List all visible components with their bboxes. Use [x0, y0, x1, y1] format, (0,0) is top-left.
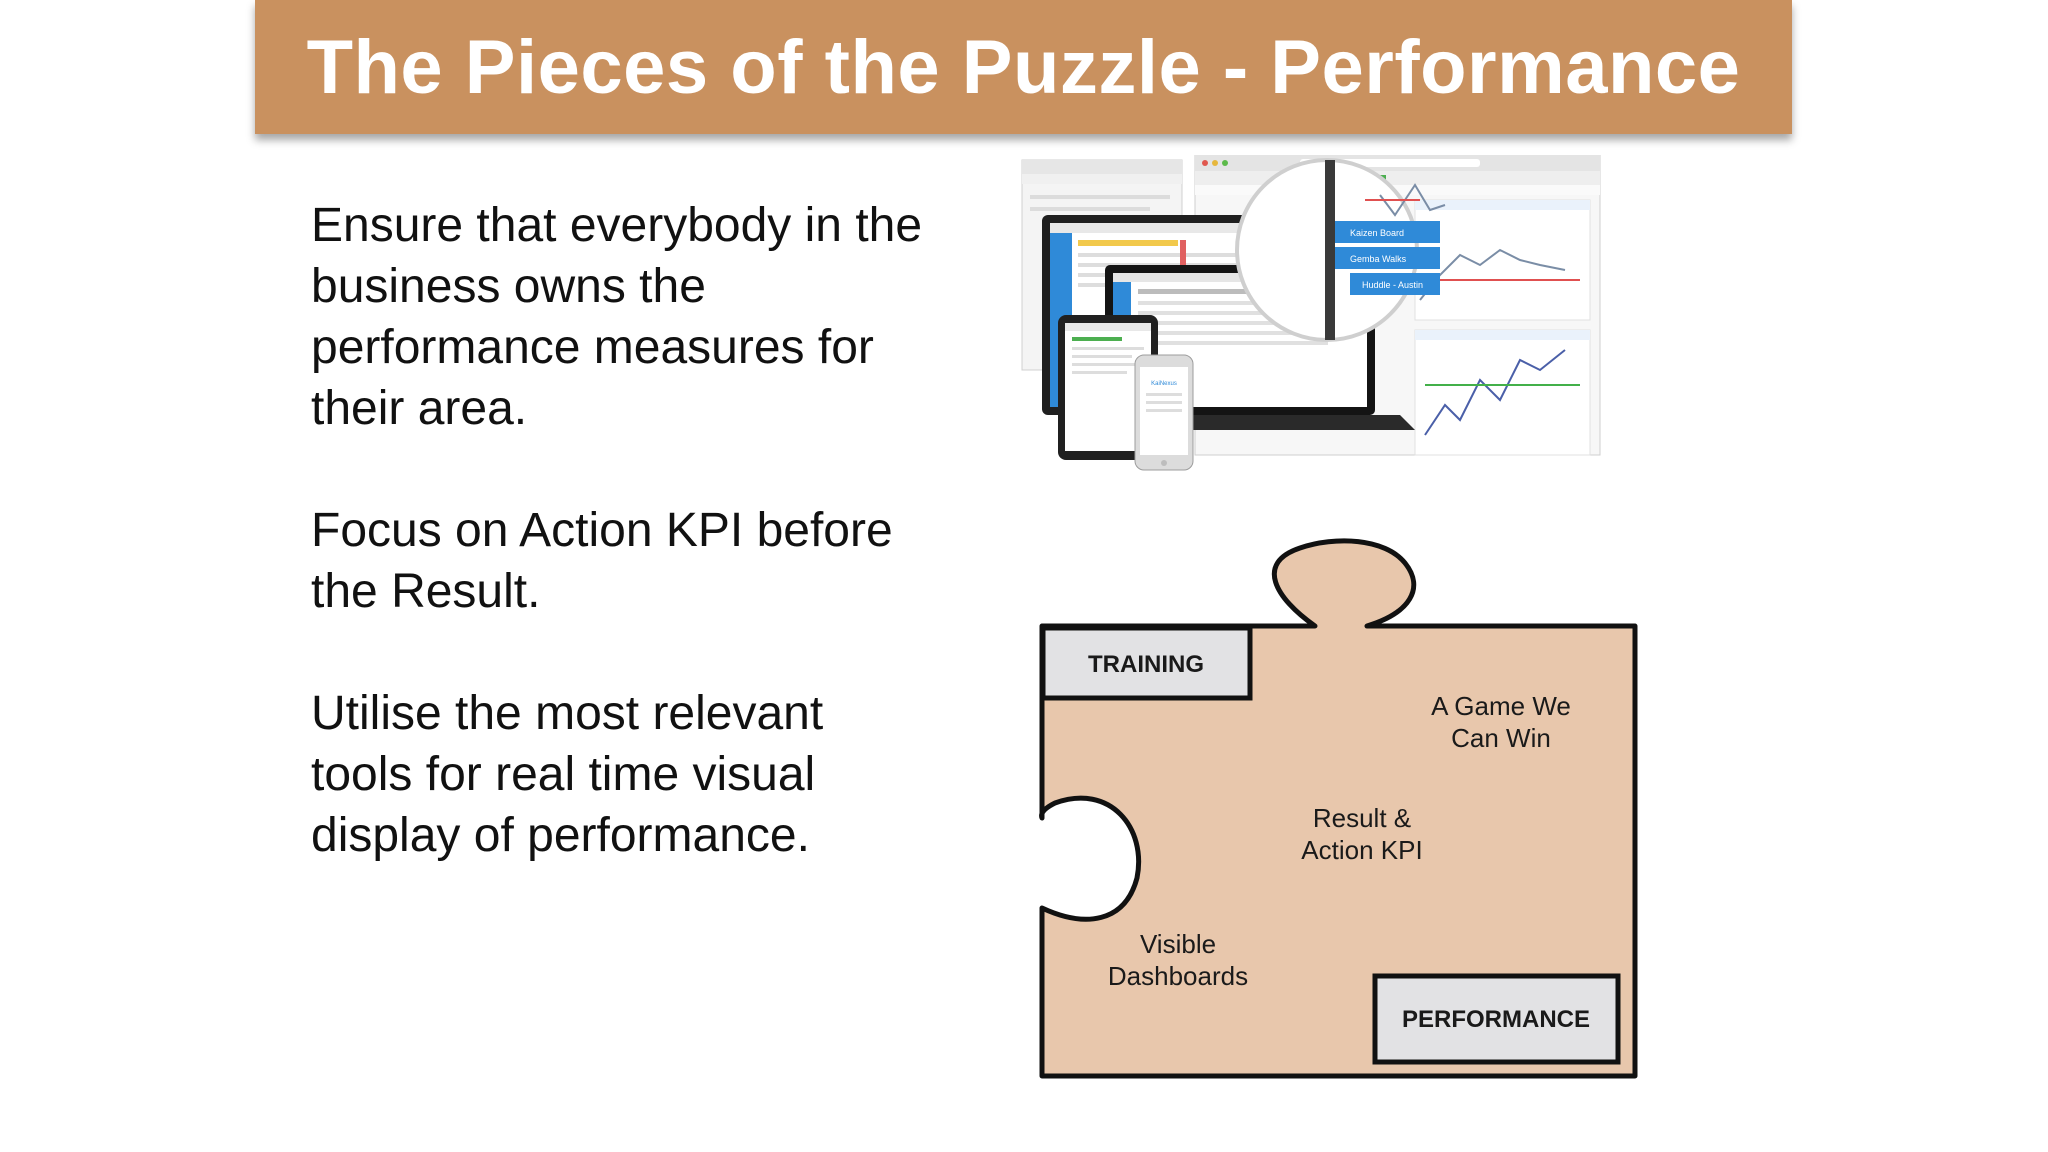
- performance-label: PERFORMANCE: [1402, 1006, 1590, 1033]
- devices-screenshot: KaiNexus Kaizen Board Gemba Walks Huddle…: [1021, 155, 1601, 471]
- phone: KaiNexus: [1134, 354, 1194, 471]
- training-box: [1040, 625, 1253, 701]
- dashboards-label-line-2: Dashboards: [1108, 961, 1248, 991]
- slide-title: The Pieces of the Puzzle - Performance: [306, 24, 1741, 110]
- game-label-line-2: Can Win: [1451, 723, 1551, 753]
- menu-item-gemba-walks: Gemba Walks: [1350, 254, 1407, 264]
- paragraph-focus: Focus on Action KPI before the Result.: [311, 500, 1011, 622]
- text-line: Ensure that everybody in the: [311, 199, 923, 252]
- menu-item-kaizen-board: Kaizen Board: [1350, 228, 1404, 238]
- puzzle-piece: TRAINING PERFORMANCE A Game We Can Win R…: [1039, 538, 1638, 1079]
- text-line: performance measures for: [311, 321, 874, 374]
- performance-box: [1372, 973, 1621, 1065]
- magnifier: Kaizen Board Gemba Walks Huddle - Austin: [1235, 158, 1446, 342]
- game-label-line-1: A Game We: [1431, 691, 1571, 721]
- dashboards-label-line-1: Visible: [1140, 929, 1216, 959]
- text-line: the Result.: [311, 565, 541, 618]
- paragraph-ownership: Ensure that everybody in the business ow…: [311, 195, 1011, 439]
- text-line: Utilise the most relevant: [311, 687, 824, 740]
- text-line: tools for real time visual: [311, 748, 816, 801]
- text-line: their area.: [311, 382, 528, 435]
- paragraph-tools: Utilise the most relevant tools for real…: [311, 683, 1011, 866]
- text-line: display of performance.: [311, 809, 810, 862]
- training-label: TRAINING: [1088, 651, 1204, 678]
- kpi-label-line-1: Result &: [1313, 803, 1411, 833]
- title-bar: The Pieces of the Puzzle - Performance: [255, 0, 1792, 134]
- menu-item-huddle-austin: Huddle - Austin: [1362, 280, 1423, 290]
- body-text: Ensure that everybody in the business ow…: [311, 195, 1011, 927]
- text-line: business owns the: [311, 260, 706, 313]
- text-line: Focus on Action KPI before: [311, 504, 893, 557]
- kpi-label-line-2: Action KPI: [1301, 835, 1422, 865]
- phone-brand: KaiNexus: [1151, 381, 1177, 387]
